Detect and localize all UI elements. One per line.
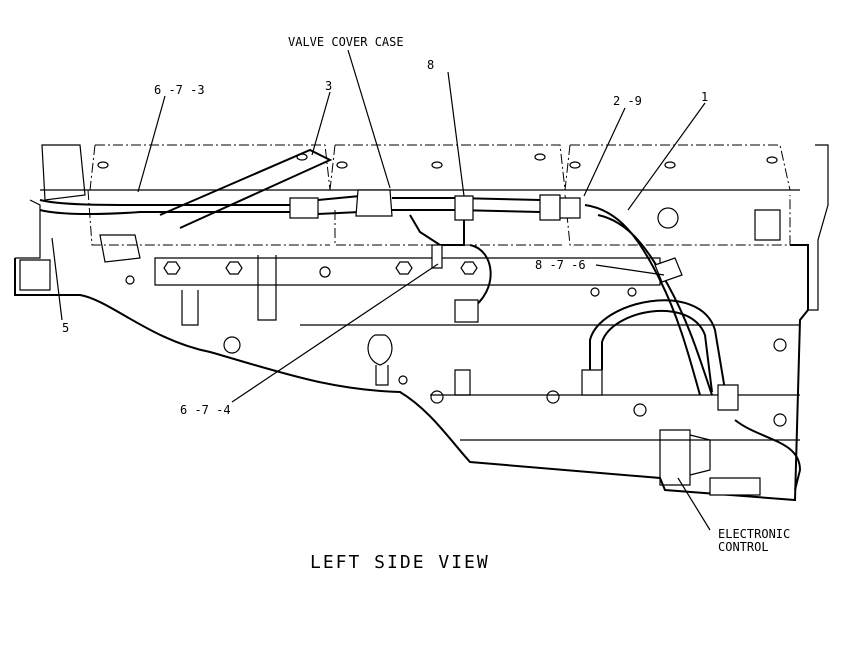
callout-3: 3 [325,79,332,93]
callout-1: 1 [701,90,708,104]
callout-8-7-6: 8 -7 -6 [535,258,586,272]
callout-labels: VALVE COVER CASE 8 3 6 -7 -3 2 -9 1 8 -7… [62,35,790,554]
callout-control: CONTROL [718,540,769,554]
callout-5: 5 [62,321,69,335]
callout-6-7-4: 6 -7 -4 [180,403,231,417]
callout-valve-cover-case: VALVE COVER CASE [288,35,404,49]
engine-block [14,144,829,502]
callout-2-9: 2 -9 [613,94,642,108]
callout-6-7-3: 6 -7 -3 [154,83,205,97]
leader-lines [51,49,711,531]
wiring-harness [39,148,802,496]
callout-electronic: ELECTRONIC [718,527,790,541]
view-title: LEFT SIDE VIEW [310,552,490,573]
callout-8: 8 [427,58,434,72]
